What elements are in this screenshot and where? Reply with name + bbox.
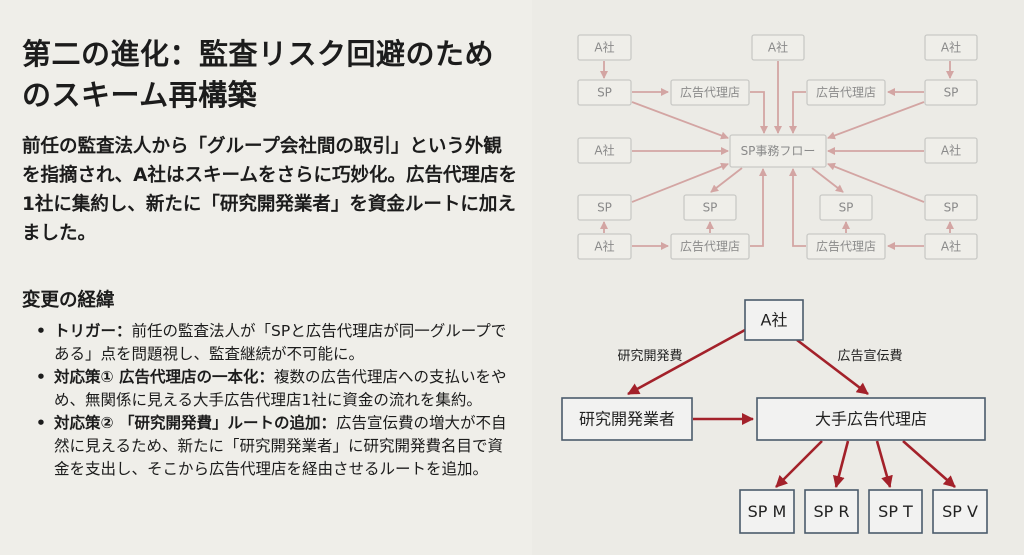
company-box: A社 xyxy=(924,233,978,260)
agency-box: 広告代理店 xyxy=(670,79,750,106)
svg-text:A社: A社 xyxy=(941,143,961,158)
company-box: A社 xyxy=(751,34,805,61)
sp-box: SP xyxy=(924,79,978,106)
agency-box: 広告代理店 xyxy=(806,233,886,260)
change-list: トリガー：前任の監査法人が「SPと広告代理店が同一グループである」点を問題視し、… xyxy=(22,320,517,481)
svg-text:SP: SP xyxy=(944,201,959,215)
company-box: A社 xyxy=(744,299,804,341)
svg-text:広告代理店: 広告代理店 xyxy=(816,240,876,254)
svg-text:SP R: SP R xyxy=(813,502,849,521)
sp-box: SP R xyxy=(804,489,859,534)
company-box: A社 xyxy=(577,233,632,260)
bullet-body: 複数の広告代理店への支払いをやめ、無関係に見える大手広告代理店1社に資金の流れを… xyxy=(54,368,507,409)
agency-box: 広告代理店 xyxy=(806,79,886,106)
sp-box: SP M xyxy=(739,489,795,534)
company-box: A社 xyxy=(924,34,978,61)
new-flow-boxes: A社 研究開発業者 大手広告代理店 SP M SP R SP T SP V xyxy=(561,299,988,534)
major-agency-box: 大手広告代理店 xyxy=(756,397,986,441)
list-item: 対応策① 広告代理店の一本化：複数の広告代理店への支払いをやめ、無関係に見える大… xyxy=(36,366,517,412)
sp-box: SP xyxy=(577,79,632,106)
svg-text:SP事務フロー: SP事務フロー xyxy=(741,144,816,158)
svg-text:A社: A社 xyxy=(594,239,614,254)
old-flow-arrows xyxy=(600,61,954,250)
list-item: 対応策② 「研究開発費」ルートの追加：広告宣伝費の増大が不自然に見えるため、新た… xyxy=(36,412,517,481)
svg-text:SP M: SP M xyxy=(748,502,787,521)
svg-text:広告代理店: 広告代理店 xyxy=(680,86,740,100)
bullet-head: トリガー： xyxy=(54,322,132,340)
old-flow-boxes: A社 A社 A社 SP SP 広告代理店 広告代理店 A社 A社 SP事務フロー… xyxy=(577,34,978,260)
svg-text:A社: A社 xyxy=(594,143,614,158)
svg-text:SP: SP xyxy=(597,201,612,215)
svg-text:SP: SP xyxy=(703,201,718,215)
svg-text:研究開発業者: 研究開発業者 xyxy=(579,410,675,429)
sp-box: SP xyxy=(683,194,737,221)
svg-text:SP V: SP V xyxy=(942,502,978,521)
sp-box: SP T xyxy=(868,489,923,534)
svg-text:A社: A社 xyxy=(768,40,788,55)
bullet-head: 対応策② 「研究開発費」ルートの追加： xyxy=(54,414,337,432)
svg-text:SP: SP xyxy=(597,86,612,100)
svg-text:SP: SP xyxy=(839,201,854,215)
sp-box: SP xyxy=(924,194,978,221)
page-title: 第二の進化：監査リスク回避のためのスキーム再構築 xyxy=(22,37,495,112)
sp-box: SP V xyxy=(932,489,988,534)
new-flow-arrows xyxy=(627,328,956,488)
sp-office-flow-box: SP事務フロー xyxy=(729,134,827,168)
sp-box: SP xyxy=(577,194,632,221)
svg-text:SP: SP xyxy=(944,86,959,100)
list-item: トリガー：前任の監査法人が「SPと広告代理店が同一グループである」点を問題視し、… xyxy=(36,320,517,366)
bullet-body: 広告宣伝費の増大が不自然に見えるため、新たに「研究開発業者」に研究開発費名目で資… xyxy=(54,414,507,478)
company-box: A社 xyxy=(577,34,632,61)
company-box: A社 xyxy=(577,137,632,164)
svg-text:A社: A社 xyxy=(941,239,961,254)
bullet-head: 対応策① 広告代理店の一本化： xyxy=(54,368,275,386)
svg-text:A社: A社 xyxy=(761,311,788,330)
svg-text:広告代理店: 広告代理店 xyxy=(680,240,740,254)
lead-paragraph: 前任の監査法人から「グループ会社間の取引」という外観を指摘され、A社はスキームを… xyxy=(22,136,517,244)
company-box: A社 xyxy=(924,137,978,164)
svg-text:SP T: SP T xyxy=(878,502,913,521)
text-column: 第二の進化：監査リスク回避のためのスキーム再構築 前任の監査法人から「グループ会… xyxy=(22,34,517,481)
svg-text:大手広告代理店: 大手広告代理店 xyxy=(815,410,927,429)
bullet-body: 前任の監査法人が「SPと広告代理店が同一グループである」点を問題視し、監査継続が… xyxy=(54,322,507,363)
rd-vendor-box: 研究開発業者 xyxy=(561,397,693,441)
agency-box: 広告代理店 xyxy=(670,233,750,260)
svg-text:A社: A社 xyxy=(594,40,614,55)
ad-expense-label: 広告宣伝費 xyxy=(837,348,902,364)
svg-text:広告代理店: 広告代理店 xyxy=(816,86,876,100)
rd-expense-label: 研究開発費 xyxy=(617,349,682,364)
section-heading: 変更の経緯 xyxy=(22,290,115,311)
sp-box: SP xyxy=(819,194,873,221)
svg-text:A社: A社 xyxy=(941,40,961,55)
